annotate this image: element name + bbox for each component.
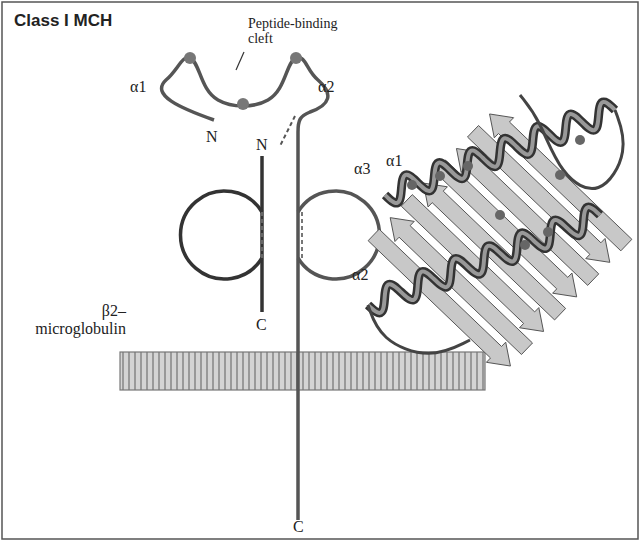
beta2-microglobulin (180, 156, 262, 312)
residue-dot (495, 210, 505, 220)
part-label: C (293, 518, 304, 536)
alpha-chain (162, 52, 380, 520)
residue-dot (407, 180, 417, 190)
loop (520, 95, 623, 189)
callout-label: Peptide-binding cleft (248, 16, 358, 47)
part-label: α1 (130, 78, 146, 96)
figure-title: Class I MCH (14, 12, 112, 31)
residue-dot (555, 170, 565, 180)
residue-dot (575, 135, 585, 145)
part-label: α2 (352, 266, 368, 284)
residue-dot (543, 227, 553, 237)
alpha-helix-highlight (368, 207, 600, 313)
leader-line (236, 52, 244, 70)
residue-dot (435, 171, 445, 181)
residue-dot (463, 161, 473, 171)
residue-dot (520, 240, 530, 250)
alpha-helix (385, 102, 615, 203)
part-label: C (256, 316, 267, 334)
part-label: N (206, 128, 218, 146)
alpha-helix-highlight (385, 102, 615, 203)
cell-membrane (120, 352, 485, 390)
part-label: α1 (386, 152, 402, 170)
part-label: β2– microglobulin (14, 302, 126, 337)
part-label: α2 (318, 78, 334, 96)
ribbon-structure (368, 95, 632, 366)
alpha-helix (368, 207, 600, 313)
loop (368, 305, 470, 353)
part-label: N (256, 136, 268, 154)
beta-strand (456, 149, 598, 286)
part-label: α3 (354, 160, 370, 178)
